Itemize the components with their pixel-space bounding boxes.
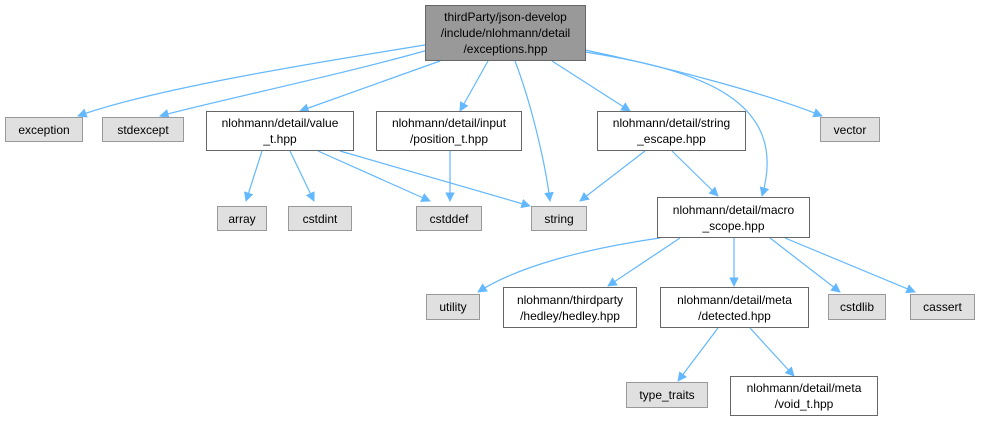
node-label: type_traits — [639, 388, 695, 402]
edge-root-string — [514, 60, 554, 202]
edge-root-exception — [77, 44, 426, 118]
node-label: nlohmann/detail/meta /detected.hpp — [677, 292, 792, 323]
node-cstdint[interactable]: cstdint — [288, 206, 352, 231]
node-label: nlohmann/detail/string _escape.hpp — [612, 116, 731, 146]
edge-macro-scope-utility — [477, 237, 661, 293]
edge-detected-type-traits — [677, 327, 719, 382]
edge-root-macro-scope — [584, 51, 770, 197]
node-label: thirdParty/json-develop /include/nlohman… — [440, 10, 571, 56]
edge-string-escape-macro-scope — [671, 150, 719, 197]
node-position-t-hpp[interactable]: nlohmann/detail/input /position_t.hpp — [376, 111, 522, 151]
node-label: nlohmann/detail/meta /void_t.hpp — [746, 381, 862, 411]
edge-value-t-cstddef — [317, 150, 431, 202]
node-type-traits[interactable]: type_traits — [626, 382, 708, 408]
edge-root-string-escape — [551, 60, 631, 112]
node-stdexcept[interactable]: stdexcept — [102, 117, 184, 142]
node-utility[interactable]: utility — [426, 294, 480, 320]
edge-macro-scope-hedley — [607, 237, 681, 287]
node-cstddef[interactable]: cstddef — [416, 206, 482, 231]
node-label: cstdlib — [839, 300, 874, 314]
edge-value-t-array — [244, 150, 263, 202]
node-exceptions-hpp[interactable]: thirdParty/json-develop /include/nlohman… — [425, 5, 586, 61]
node-macro-scope-hpp[interactable]: nlohmann/detail/macro _scope.hpp — [657, 197, 810, 238]
node-label: nlohmann/detail/input /position_t.hpp — [391, 116, 507, 146]
node-label: cstddef — [429, 211, 469, 226]
edge-root-vector — [584, 49, 823, 118]
node-detected-hpp[interactable]: nlohmann/detail/meta /detected.hpp — [660, 287, 809, 328]
edge-detected-void-t — [749, 327, 795, 377]
node-label: utility — [439, 300, 467, 314]
node-label: nlohmann/detail/macro _scope.hpp — [672, 202, 795, 233]
node-vector[interactable]: vector — [820, 117, 880, 142]
edge-root-value-t — [299, 60, 441, 113]
node-label: array — [228, 211, 256, 226]
node-label: nlohmann/thirdparty /hedley/hedley.hpp — [516, 292, 624, 323]
edge-value-t-string — [339, 150, 531, 209]
node-void-t-hpp[interactable]: nlohmann/detail/meta /void_t.hpp — [730, 376, 878, 416]
node-label: exception — [18, 122, 70, 137]
node-label: string — [544, 211, 574, 226]
edge-root-stdexcept — [159, 49, 429, 119]
node-array[interactable]: array — [217, 206, 267, 231]
node-string[interactable]: string — [531, 206, 587, 231]
node-label: stdexcept — [117, 122, 169, 137]
edge-root-position-t — [459, 60, 489, 112]
node-label: nlohmann/detail/value _t.hpp — [221, 116, 339, 146]
node-exception[interactable]: exception — [5, 117, 83, 142]
edge-macro-scope-cassert — [784, 237, 916, 294]
node-hedley-hpp[interactable]: nlohmann/thirdparty /hedley/hedley.hpp — [503, 287, 637, 328]
edge-string-escape-string — [579, 150, 646, 202]
node-cassert[interactable]: cassert — [910, 294, 975, 320]
edge-macro-scope-cstdlib — [769, 237, 841, 293]
node-label: cassert — [923, 300, 962, 314]
node-string-escape-hpp[interactable]: nlohmann/detail/string _escape.hpp — [597, 111, 746, 151]
node-cstdlib[interactable]: cstdlib — [828, 294, 886, 320]
node-label: cstdint — [302, 211, 338, 226]
node-value-t-hpp[interactable]: nlohmann/detail/value _t.hpp — [206, 111, 354, 151]
edge-value-t-cstdint — [289, 150, 315, 202]
node-label: vector — [833, 122, 867, 137]
